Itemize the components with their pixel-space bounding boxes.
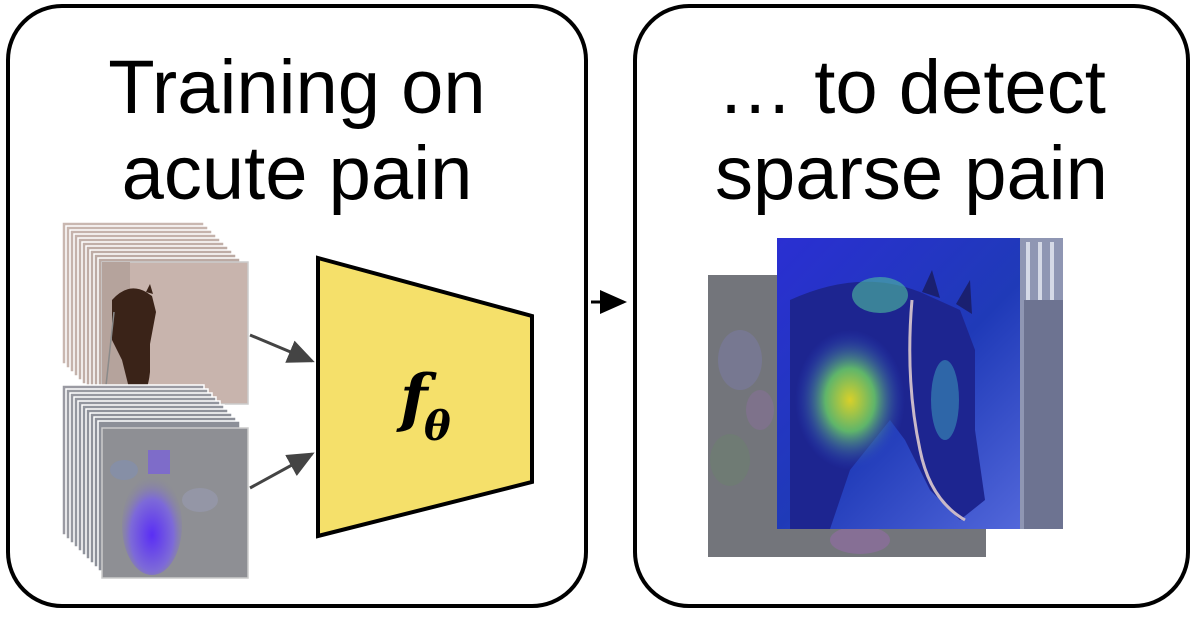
model-trapezoid [316,255,534,539]
left-title-line2: acute pain [121,131,473,216]
rgb-input-arrow [249,333,315,363]
rgb-frame-stack [61,221,249,405]
heatmap-hotspot [795,330,905,470]
flow-input-arrow [249,452,315,490]
right-title-line1: … to detect [717,45,1106,130]
flow-motion-blob [122,475,182,575]
right-title-line2: sparse pain [715,131,1108,216]
heatmap-frame [777,238,1063,529]
horse-head-thumbnail [112,288,156,398]
model-subscript: θ [424,403,451,450]
optical-flow-stack [61,384,249,579]
left-title-line1: Training on [108,45,486,130]
